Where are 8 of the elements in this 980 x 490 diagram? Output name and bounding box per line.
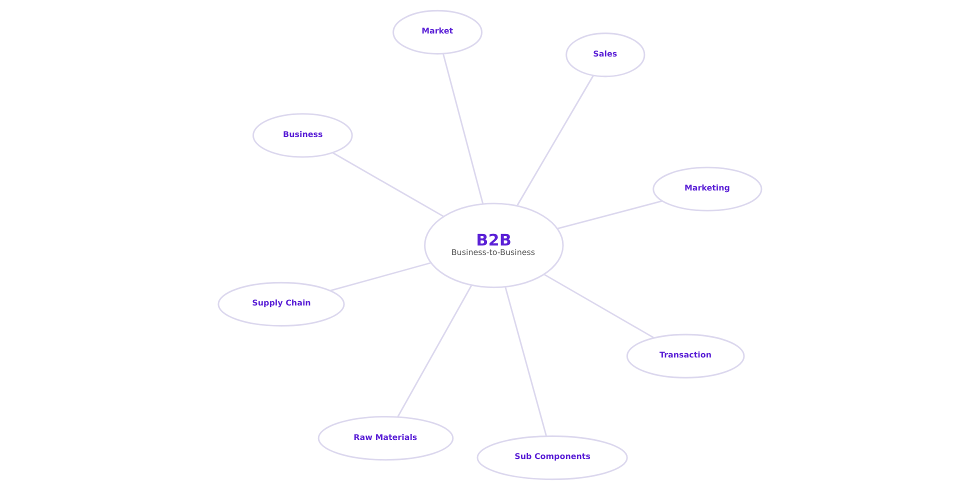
connector bbox=[544, 274, 654, 338]
connector bbox=[397, 284, 472, 418]
connector bbox=[442, 54, 484, 204]
connector bbox=[332, 152, 444, 218]
connector bbox=[557, 200, 662, 230]
connector bbox=[504, 286, 548, 436]
connector bbox=[516, 75, 594, 206]
connector bbox=[330, 262, 432, 292]
